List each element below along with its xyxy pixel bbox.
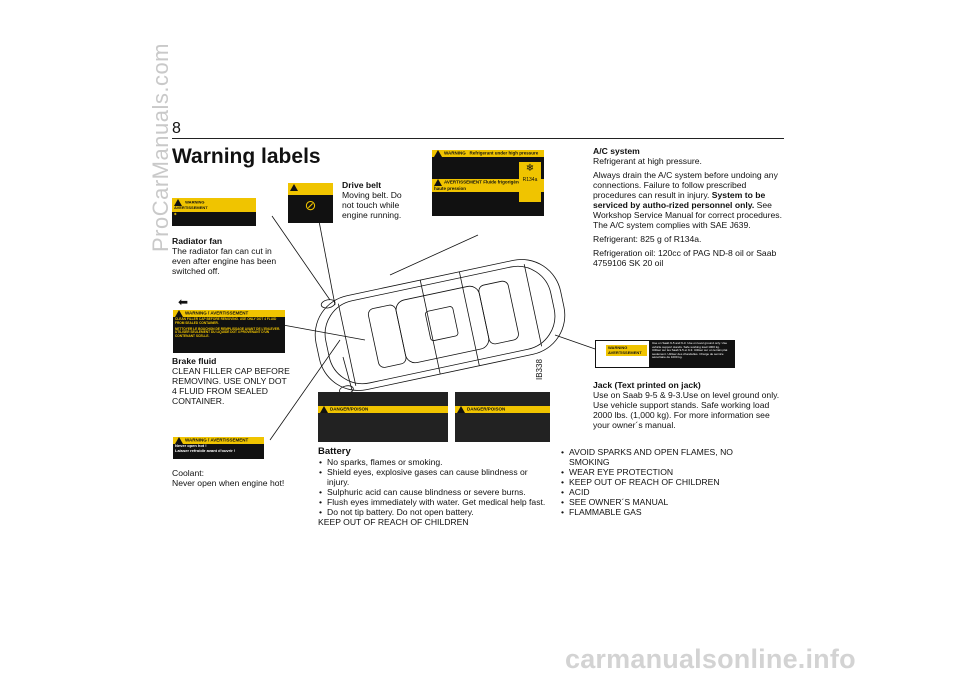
radiator-fan-section: Radiator fan The radiator fan can cut in…	[172, 236, 292, 280]
battery-footer: KEEP OUT OF REACH OF CHILDREN	[318, 517, 469, 527]
page-number: 8	[172, 120, 181, 137]
warning-triangle-icon	[434, 179, 442, 186]
warning-triangle-icon	[434, 150, 442, 157]
brake-fluid-section: Brake fluid CLEAN FILLER CAP BEFORE REMO…	[172, 356, 290, 410]
ac-p1: Refrigerant at high pressure.	[593, 156, 702, 166]
jack-warning-text: WARNING	[608, 345, 628, 350]
bullet-item: WEAR EYE PROTECTION	[561, 467, 760, 477]
footer-watermark: carmanualsonline.info	[565, 644, 856, 674]
coolant-line-1: Coolant:	[172, 468, 205, 478]
label-avertissement-text: AVERTISSEMENT	[174, 205, 208, 210]
warning-triangle-icon	[174, 199, 182, 206]
bullet-item: SEE OWNER´S MANUAL	[561, 497, 760, 507]
ac-fr-band-text: Fluide frigorigène sous haute pression	[434, 179, 533, 191]
ac-p4: Refrigerant: 825 g of R134a.	[593, 234, 702, 244]
coolant-label-en: Never open hot !	[175, 443, 207, 448]
coolant-label: WARNING / AVERTISSEMENT Never open hot !…	[173, 437, 264, 459]
jack-label-fr: Utiliser sur les Saab 9-5 et 9-3. Utilis…	[652, 348, 728, 360]
battery-heading: Battery	[318, 446, 351, 457]
car-body	[314, 259, 566, 395]
bullet-item: Flush eyes immediately with water. Get m…	[319, 497, 548, 507]
bullet-item: Sulphuric acid can cause blindness or se…	[319, 487, 548, 497]
drive-belt-text: Moving belt. Do not touch while engine r…	[342, 190, 402, 220]
battery-bullets-right: AVOID SPARKS AND OPEN FLAMES, NO SMOKING…	[560, 447, 760, 517]
radiator-fan-label: WARNING AVERTISSEMENT ✱	[172, 198, 256, 226]
battery-right-section: AVOID SPARKS AND OPEN FLAMES, NO SMOKING…	[560, 447, 760, 517]
battery-label-left: DANGER/POISON	[318, 392, 448, 442]
ac-p5: Refrigeration oil: 120cc of PAG ND-8 oil…	[593, 248, 777, 268]
battery-label-right: DANGER/POISON	[455, 392, 550, 442]
jack-avertissement-text: AVERTISSEMENT	[608, 349, 642, 355]
bullet-item: Shield eyes, explosive gases can cause b…	[319, 467, 548, 487]
ac-model-text: 9-5	[535, 157, 542, 162]
belt-hand-icon: ⊘	[304, 197, 317, 213]
bullet-item: AVOID SPARKS AND OPEN FLAMES, NO SMOKING	[561, 447, 760, 467]
bullet-item: No sparks, flames or smoking.	[319, 457, 548, 467]
ac-p2-bold: System to be serviced by autho-rized per…	[593, 190, 766, 210]
jack-heading: Jack (Text printed on jack)	[593, 380, 701, 390]
brake-fluid-label: WARNING / AVERTISSEMENT CLEAN FILLER CAP…	[173, 310, 285, 353]
brake-label-heading: WARNING / AVERTISSEMENT	[185, 310, 249, 316]
drive-belt-heading: Drive belt	[342, 180, 382, 190]
jack-text: Use on Saab 9-5 & 9-3.Use on level groun…	[593, 390, 780, 430]
battery-bullets: No sparks, flames or smoking.Shield eyes…	[318, 457, 548, 517]
warning-triangle-icon	[457, 406, 465, 413]
brake-fluid-text: CLEAN FILLER CAP BEFORE REMOVING. USE ON…	[172, 366, 290, 406]
snowflake-icon: ❄	[525, 163, 535, 174]
ac-section: A/C system Refrigerant at high pressure.…	[593, 146, 789, 272]
battery-section: Battery No sparks, flames or smoking.Shi…	[318, 446, 548, 528]
warning-triangle-icon	[175, 437, 183, 444]
ac-heading: A/C system	[593, 146, 640, 156]
ac-system-label: WARNING Refrigerant under high pressure …	[432, 150, 544, 216]
coolant-label-fr: Laisser refroidir avant d'ouvrir !	[175, 447, 236, 453]
battery-danger-text-2: DANGER/POISON	[467, 406, 506, 412]
jack-section: Jack (Text printed on jack) Use on Saab …	[593, 380, 781, 434]
header-rule	[172, 138, 784, 139]
warning-triangle-icon	[175, 310, 183, 317]
leader-radiator-fan	[271, 215, 331, 301]
bullet-item: KEEP OUT OF REACH OF CHILDREN	[561, 477, 760, 487]
jack-label: WARNING AVERTISSEMENT Use on Saab 9-5 an…	[595, 340, 735, 368]
battery-danger-text: DANGER/POISON	[330, 406, 369, 412]
leader-brake	[282, 324, 366, 341]
ac-code-text: R134a	[522, 177, 538, 183]
ac-p2-start: Always drain the A/C system before undoi…	[593, 170, 778, 200]
jack-label-en: Use on Saab 9-5 and 9-3. Use on level gr…	[652, 341, 727, 349]
ac-p3: The A/C system complies with SAE J639.	[593, 220, 751, 230]
coolant-line-2: Never open when engine hot!	[172, 478, 285, 488]
bullet-item: ACID	[561, 487, 760, 497]
figure-id: IB338	[535, 359, 544, 380]
leader-ac	[389, 234, 479, 276]
ac-band-text: Refrigerant under high pressure	[469, 150, 539, 156]
coolant-label-heading: WARNING / AVERTISSEMENT	[185, 437, 249, 443]
fan-icon: ✱	[174, 211, 177, 216]
warning-triangle-icon	[290, 184, 298, 191]
radiator-fan-text: The radiator fan can cut in even after e…	[172, 246, 277, 276]
ac-p2-end: See Workshop Service Manual for correct …	[593, 200, 782, 220]
ac-avertissement-text: AVERTISSEMENT	[444, 179, 482, 185]
coolant-section: Coolant: Never open when engine hot!	[172, 468, 302, 488]
brake-label-en: CLEAN FILLER CAP BEFORE REMOVING. USE ON…	[175, 317, 277, 325]
drive-belt-section: Drive belt Moving belt. Do not touch whi…	[342, 180, 414, 224]
bullet-item: Do not tip battery. Do not open battery.	[319, 507, 548, 517]
page-title: Warning labels	[172, 145, 321, 168]
bullet-item: FLAMMABLE GAS	[561, 507, 760, 517]
ac-p2: Always drain the A/C system before undoi…	[593, 170, 789, 220]
label-warning-text: WARNING	[185, 199, 205, 205]
leader-coolant	[269, 339, 341, 441]
brake-label-fr: NETTOYER LE BOUCHON DE REMPLISSAGE AVANT…	[175, 326, 281, 339]
leader-battery	[342, 356, 353, 391]
brake-fluid-heading: Brake fluid	[172, 356, 217, 366]
ac-warning-text: WARNING	[444, 150, 466, 156]
warning-triangle-icon	[320, 406, 328, 413]
radiator-fan-heading: Radiator fan	[172, 236, 223, 246]
leader-jack	[554, 334, 599, 351]
drive-belt-label: ⊘	[288, 183, 333, 223]
arrow-left-icon: ⬅	[178, 295, 189, 309]
